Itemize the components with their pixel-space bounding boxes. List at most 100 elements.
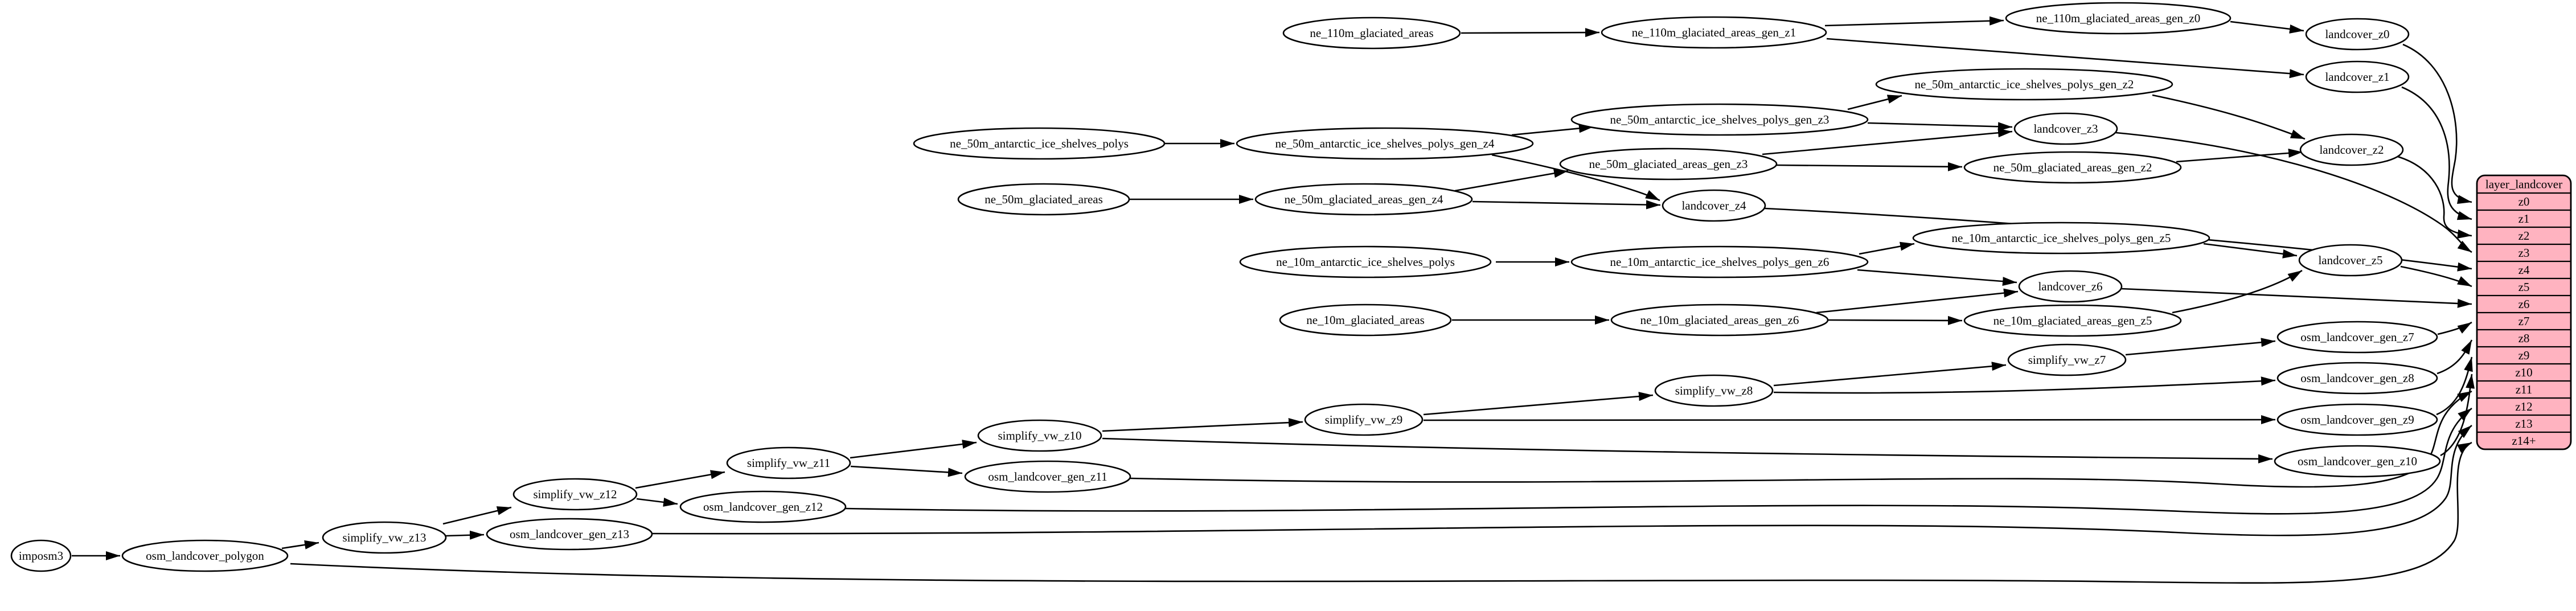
edge-simplify_vw_z11-to-osm_landcover_gen_z11: [850, 465, 963, 477]
table-row-z8: z8: [2518, 331, 2530, 345]
table-row-z2: z2: [2518, 229, 2530, 243]
edge-ne_50m_glaciated_areas_gen_z4-to-landcover_z4: [1472, 200, 1661, 210]
table-row-z10: z10: [2515, 366, 2532, 379]
node-label-ne_10m_antarctic_ice_shelves_polys_gen_z6: ne_10m_antarctic_ice_shelves_polys_gen_z…: [1610, 255, 1830, 269]
node-landcover_z3: landcover_z3: [2013, 112, 2118, 145]
node-ne_10m_glaciated_areas_gen_z6: ne_10m_glaciated_areas_gen_z6: [1610, 304, 1829, 337]
table-row-z1: z1: [2518, 212, 2530, 225]
table-row-z6: z6: [2518, 297, 2530, 311]
node-ellipse-osm_landcover_gen_z10: [2274, 445, 2441, 478]
node-ellipse-osm_landcover_gen_z11: [964, 460, 1131, 493]
node-ellipse-ne_10m_glaciated_areas: [1279, 304, 1452, 337]
node-ellipse-ne_10m_antarctic_ice_shelves_polys_gen_z5: [1912, 222, 2210, 255]
node-ne_10m_antarctic_ice_shelves_polys: ne_10m_antarctic_ice_shelves_polys: [1239, 245, 1492, 278]
edge-simplify_vw_z11-to-simplify_vw_z10: [850, 440, 977, 459]
edge-simplify_vw_z9-to-simplify_vw_z8: [1423, 392, 1654, 416]
node-osm_landcover_gen_z9: osm_landcover_gen_z9: [2276, 403, 2438, 436]
node-landcover_z0: landcover_z0: [2305, 18, 2410, 51]
node-label-simplify_vw_z12: simplify_vw_z12: [534, 487, 617, 501]
node-ellipse-ne_10m_antarctic_ice_shelves_polys: [1239, 245, 1492, 278]
edge-ne_10m_glaciated_areas_gen_z6-to-ne_10m_glaciated_areas_gen_z5: [1826, 315, 1963, 325]
node-ellipse-osm_landcover_gen_z12: [679, 490, 847, 523]
node-landcover_z4: landcover_z4: [1662, 189, 1766, 222]
table-row-z11: z11: [2516, 383, 2533, 396]
node-label-osm_landcover_gen_z11: osm_landcover_gen_z11: [988, 470, 1107, 483]
node-imposm3: imposm3: [10, 539, 72, 572]
node-label-ne_50m_glaciated_areas_gen_z4: ne_50m_glaciated_areas_gen_z4: [1285, 192, 1443, 206]
node-ellipse-ne_110m_glaciated_areas_gen_z0: [2005, 2, 2232, 35]
table-row-z4: z4: [2518, 263, 2530, 277]
edge-simplify_vw_z7-to-osm_landcover_gen_z7: [2125, 338, 2276, 356]
node-ellipse-simplify_vw_z9: [1304, 403, 1424, 436]
node-ellipse-landcover_z0: [2305, 18, 2410, 51]
edge-simplify_vw_z12-to-osm_landcover_gen_z12: [636, 497, 678, 507]
node-label-osm_landcover_gen_z13: osm_landcover_gen_z13: [510, 527, 629, 541]
edge-ne_110m_glaciated_areas_gen_z0-to-landcover_z0: [2230, 20, 2304, 34]
table-row-z9: z9: [2518, 348, 2530, 362]
edge-simplify_vw_z8-to-simplify_vw_z7: [1773, 362, 2007, 387]
node-label-landcover_z6: landcover_z6: [2038, 280, 2102, 293]
node-ellipse-ne_110m_glaciated_areas: [1282, 17, 1461, 50]
node-label-osm_landcover_gen_z10: osm_landcover_gen_z10: [2298, 454, 2417, 468]
node-label-ne_10m_antarctic_ice_shelves_polys_gen_z5: ne_10m_antarctic_ice_shelves_polys_gen_z…: [1952, 231, 2171, 245]
edge-ne_50m_glaciated_areas_gen_z4-to-ne_50m_glaciated_areas_gen_z3: [1454, 169, 1569, 192]
node-simplify_vw_z11: simplify_vw_z11: [726, 446, 851, 479]
node-ellipse-ne_50m_antarctic_ice_shelves_polys: [913, 127, 1166, 160]
layer-landcover-table: layer_landcoverz0z1z2z3z4z5z6z7z8z9z10z1…: [2476, 174, 2572, 450]
node-label-ne_110m_glaciated_areas_gen_z1: ne_110m_glaciated_areas_gen_z1: [1632, 26, 1796, 39]
node-ellipse-ne_10m_antarctic_ice_shelves_polys_gen_z6: [1570, 245, 1869, 278]
edge-ne_10m_antarctic_ice_shelves_polys_gen_z6-to-landcover_z6: [1857, 269, 2017, 286]
node-ellipse-landcover_z3: [2013, 112, 2118, 145]
node-label-simplify_vw_z8: simplify_vw_z8: [1675, 384, 1753, 397]
node-ellipse-landcover_z4: [1662, 189, 1766, 222]
node-ne_10m_antarctic_ice_shelves_polys_gen_z6: ne_10m_antarctic_ice_shelves_polys_gen_z…: [1570, 245, 1869, 278]
edge-ne_50m_antarctic_ice_shelves_polys_gen_z3-to-ne_50m_antarctic_ice_shelves_polys_gen_z2: [1847, 95, 1902, 110]
node-ne_50m_antarctic_ice_shelves_polys_gen_z3: ne_50m_antarctic_ice_shelves_polys_gen_z…: [1570, 103, 1869, 136]
edge-osm_landcover_polygon-to-layer_landcover:z14+: [290, 441, 2472, 584]
table-row-z13: z13: [2515, 417, 2532, 430]
node-ne_110m_glaciated_areas_gen_z0: ne_110m_glaciated_areas_gen_z0: [2005, 2, 2232, 35]
node-label-ne_10m_antarctic_ice_shelves_polys: ne_10m_antarctic_ice_shelves_polys: [1276, 255, 1455, 269]
node-label-ne_50m_glaciated_areas_gen_z2: ne_50m_glaciated_areas_gen_z2: [1993, 161, 2152, 174]
node-label-landcover_z3: landcover_z3: [2033, 122, 2098, 136]
edge-ne_50m_antarctic_ice_shelves_polys_gen_z3-to-landcover_z3: [1867, 122, 2013, 132]
table-row-z0: z0: [2518, 195, 2530, 208]
node-ellipse-osm_landcover_gen_z8: [2276, 362, 2438, 395]
node-label-ne_10m_glaciated_areas: ne_10m_glaciated_areas: [1306, 313, 1425, 327]
edge-ne_10m_antarctic_ice_shelves_polys_gen_z6-to-ne_10m_antarctic_ice_shelves_polys_gen_z5: [1859, 241, 1915, 255]
node-ellipse-landcover_z5: [2298, 244, 2403, 277]
node-label-landcover_z4: landcover_z4: [1681, 199, 1746, 212]
node-ne_50m_antarctic_ice_shelves_polys_gen_z4: ne_50m_antarctic_ice_shelves_polys_gen_z…: [1236, 127, 1534, 160]
edge-landcover_z6-to-layer_landcover:z6: [2120, 288, 2472, 308]
node-ellipse-ne_10m_glaciated_areas_gen_z5: [1963, 304, 2182, 337]
edge-ne_50m_glaciated_areas_gen_z3-to-ne_50m_glaciated_areas_gen_z2: [1776, 162, 1963, 171]
node-ellipse-simplify_vw_z11: [726, 446, 851, 479]
node-label-landcover_z2: landcover_z2: [2319, 143, 2384, 157]
edge-simplify_vw_z13-to-simplify_vw_z12: [442, 506, 512, 525]
node-simplify_vw_z13: simplify_vw_z13: [322, 521, 447, 554]
node-label-ne_10m_glaciated_areas_gen_z6: ne_10m_glaciated_areas_gen_z6: [1640, 313, 1799, 327]
node-ellipse-ne_50m_antarctic_ice_shelves_polys_gen_z4: [1236, 127, 1534, 160]
node-osm_landcover_gen_z11: osm_landcover_gen_z11: [964, 460, 1131, 493]
node-ellipse-osm_landcover_gen_z13: [486, 518, 653, 551]
node-ellipse-osm_landcover_polygon: [121, 539, 289, 572]
edge-landcover_z2-to-layer_landcover:z2: [2397, 155, 2472, 239]
node-label-simplify_vw_z13: simplify_vw_z13: [343, 531, 426, 544]
node-ellipse-simplify_vw_z7: [2007, 343, 2127, 376]
node-ne_50m_glaciated_areas: ne_50m_glaciated_areas: [957, 183, 1130, 216]
node-label-imposm3: imposm3: [19, 549, 63, 563]
node-osm_landcover_gen_z13: osm_landcover_gen_z13: [486, 518, 653, 551]
edge-osm_landcover_gen_z10-to-layer_landcover:z10: [2440, 374, 2475, 457]
node-simplify_vw_z7: simplify_vw_z7: [2007, 343, 2127, 376]
edge-osm_landcover_gen_z11-to-layer_landcover:z11: [1130, 390, 2472, 488]
node-osm_landcover_polygon: osm_landcover_polygon: [121, 539, 289, 572]
node-landcover_z6: landcover_z6: [2018, 270, 2123, 303]
node-ellipse-simplify_vw_z13: [322, 521, 447, 554]
node-ellipse-ne_50m_glaciated_areas_gen_z3: [1559, 147, 1778, 181]
edge-simplify_vw_z13-to-osm_landcover_gen_z13: [445, 530, 485, 540]
node-label-osm_landcover_gen_z12: osm_landcover_gen_z12: [703, 500, 823, 514]
node-ellipse-ne_50m_antarctic_ice_shelves_polys_gen_z2: [1875, 68, 2173, 101]
node-ellipse-ne_10m_glaciated_areas_gen_z6: [1610, 304, 1829, 337]
edge-ne_10m_antarctic_ice_shelves_polys_gen_z5-to-landcover_z5: [2203, 243, 2298, 259]
